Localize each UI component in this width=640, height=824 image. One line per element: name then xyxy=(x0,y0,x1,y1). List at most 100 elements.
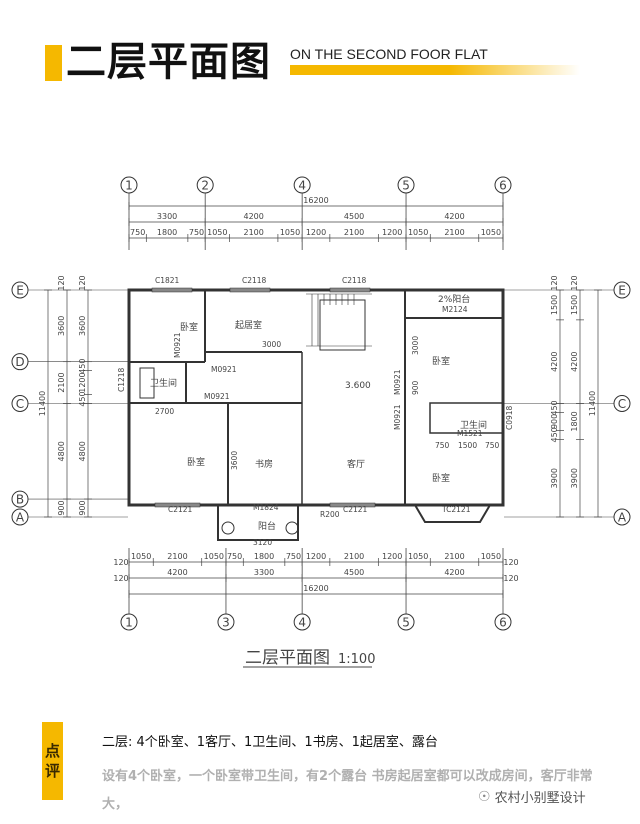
level-mark: 3.600 xyxy=(345,381,371,391)
dimension-text: 1800 xyxy=(157,228,177,237)
dimension-text: 120 xyxy=(57,275,66,290)
dimension-text: 750 xyxy=(189,228,204,237)
dimension-text: 4 xyxy=(298,616,306,630)
opening-label: C2121 xyxy=(168,505,193,514)
dimension-text: 4200 xyxy=(444,568,464,577)
dimension-text: 1500 xyxy=(550,295,559,315)
header-accent-block xyxy=(45,45,62,81)
dimension-text: 1050 xyxy=(131,552,151,561)
dimension-text: 1200 xyxy=(78,372,87,392)
dimension-text: 120 xyxy=(113,558,128,567)
inner-dim: 750 xyxy=(435,441,450,450)
dimension-text: 2100 xyxy=(444,228,464,237)
page-subtitle: ON THE SECOND FOOR FLAT xyxy=(290,46,488,62)
opening-label: M1521 xyxy=(457,429,483,438)
axis-bubble xyxy=(11,353,29,371)
opening-label: M0921 xyxy=(393,404,402,430)
opening-label: M0921 xyxy=(211,365,237,374)
opening-label: M0921 xyxy=(393,369,402,395)
dimension-text: 120 xyxy=(550,275,559,290)
dimension-text: 1050 xyxy=(481,552,501,561)
axis-bubble xyxy=(11,395,29,412)
dimension-text: 750 xyxy=(130,228,145,237)
dimension-text: 1200 xyxy=(382,552,402,561)
axis-bubble xyxy=(217,613,235,631)
dimension-text: 1050 xyxy=(204,552,224,561)
dimension-text: 2100 xyxy=(167,552,187,561)
room-label: 卧室 xyxy=(432,355,450,367)
dimension-text: 4200 xyxy=(167,568,187,577)
dimension-text: 750 xyxy=(227,552,242,561)
dimension-text: 1050 xyxy=(207,228,227,237)
dimension-text: D xyxy=(15,355,24,369)
axis-bubble xyxy=(11,508,29,526)
dimension-text: 3300 xyxy=(157,212,177,221)
dimension-text: 120 xyxy=(570,275,579,290)
dimension-text: 16200 xyxy=(303,196,328,205)
dimension-text: 3300 xyxy=(254,568,274,577)
room-label: 阳台 xyxy=(258,520,276,532)
dimension-text: 1800 xyxy=(254,552,274,561)
axis-bubble xyxy=(397,176,415,194)
axis-bubble xyxy=(494,176,512,194)
watermark-text: 农村小别墅设计 xyxy=(494,791,586,806)
opening-label: M2124 xyxy=(442,305,468,314)
dimension-text: C xyxy=(16,397,24,411)
dimension-text: 1050 xyxy=(481,228,501,237)
axis-bubble xyxy=(494,613,512,631)
dimension-text: 120 xyxy=(113,574,128,583)
dimension-text: 4200 xyxy=(243,212,263,221)
room-label: 客厅 xyxy=(347,458,365,470)
dimension-text: 450 xyxy=(550,400,559,415)
dimension-text: 1800 xyxy=(570,411,579,431)
dimension-text: 4500 xyxy=(344,212,364,221)
dimension-text: 4500 xyxy=(344,568,364,577)
dimension-text: 3600 xyxy=(57,316,66,336)
axis-bubble xyxy=(613,508,631,526)
opening-label: M0921 xyxy=(204,392,230,401)
dimension-text: 6 xyxy=(499,179,507,193)
dimension-text: 2100 xyxy=(344,552,364,561)
opening-label: C1821 xyxy=(155,276,180,285)
axis-bubble xyxy=(397,613,415,631)
axis-bubble xyxy=(11,490,29,508)
dimension-text: 4 xyxy=(298,179,306,193)
opening-label: C2118 xyxy=(342,276,367,285)
opening-label: R200 xyxy=(320,510,340,519)
dimension-text: 2100 xyxy=(243,228,263,237)
dimension-text: 120 xyxy=(78,275,87,290)
axis-bubble xyxy=(120,613,138,631)
wechat-icon: ☉ xyxy=(478,788,491,805)
room-label: 卧室 xyxy=(432,472,450,484)
axis-bubble xyxy=(120,176,138,194)
badge-char: 点 xyxy=(44,742,60,760)
inner-dim: 3600 xyxy=(230,451,239,470)
dimension-text: 3600 xyxy=(78,316,87,336)
dimension-text: 3900 xyxy=(570,468,579,488)
room-label: 卫生间 xyxy=(460,419,487,431)
dimension-text: 4200 xyxy=(550,352,559,372)
plan-caption: 二层平面图 xyxy=(245,648,330,668)
badge-char: 评 xyxy=(44,762,60,780)
dimension-text: E xyxy=(16,284,24,298)
axis-bubble xyxy=(613,395,631,412)
dimension-text: 450 xyxy=(78,359,87,374)
inner-dim: 900 xyxy=(411,380,420,395)
dimension-text: 4800 xyxy=(57,441,66,461)
dimension-text: 4200 xyxy=(570,352,579,372)
dimension-text: 4200 xyxy=(444,212,464,221)
opening-label: C1218 xyxy=(117,367,126,392)
inner-dim: 3000 xyxy=(262,340,281,349)
dimension-text: 2 xyxy=(201,179,209,193)
dimension-text: A xyxy=(618,511,627,525)
dimension-text: 450 xyxy=(78,391,87,406)
dimension-text: 1 xyxy=(125,179,133,193)
page-title: 二层平面图 xyxy=(66,38,271,85)
dimension-text: 1500 xyxy=(570,295,579,315)
dimension-text: 1 xyxy=(125,616,133,630)
dimension-text: A xyxy=(16,511,25,525)
dimension-text: 1050 xyxy=(280,228,300,237)
walls xyxy=(127,287,505,541)
dimension-text: C xyxy=(618,397,626,411)
